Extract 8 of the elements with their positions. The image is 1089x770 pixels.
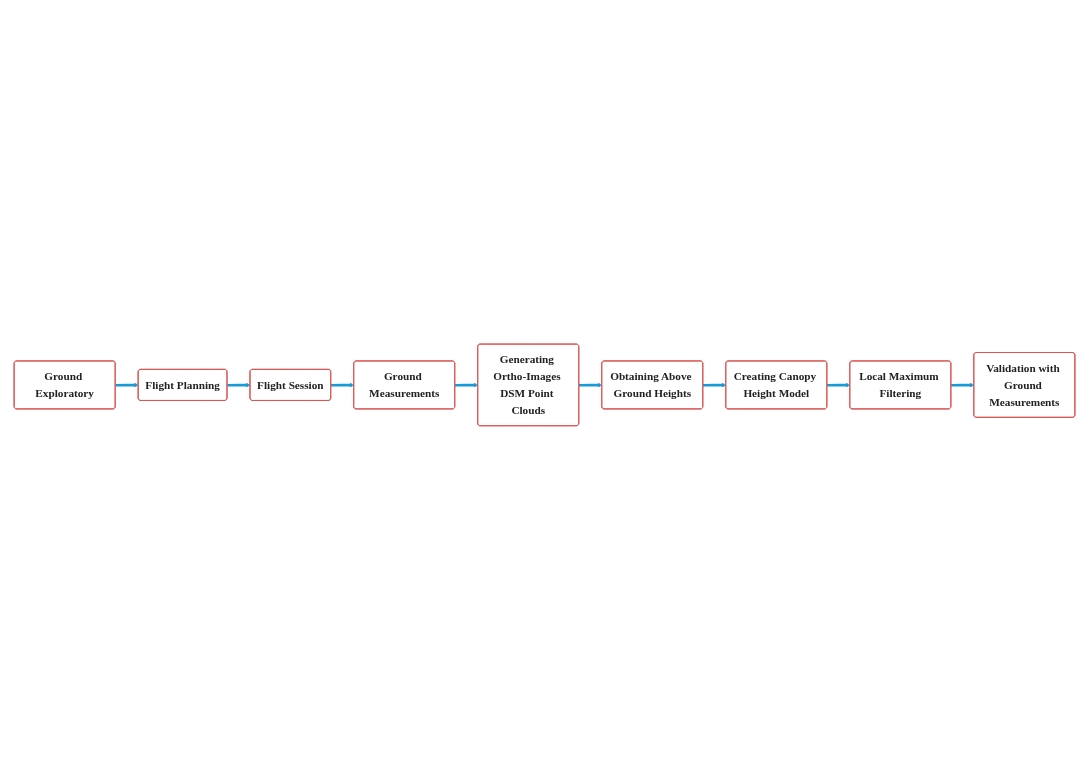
arrow [951, 382, 975, 388]
arrow [827, 382, 851, 388]
arrow [330, 382, 355, 388]
arrow [227, 382, 251, 388]
arrow [703, 382, 727, 388]
arrow [115, 382, 139, 388]
arrow [454, 382, 479, 388]
arrow [579, 382, 603, 388]
